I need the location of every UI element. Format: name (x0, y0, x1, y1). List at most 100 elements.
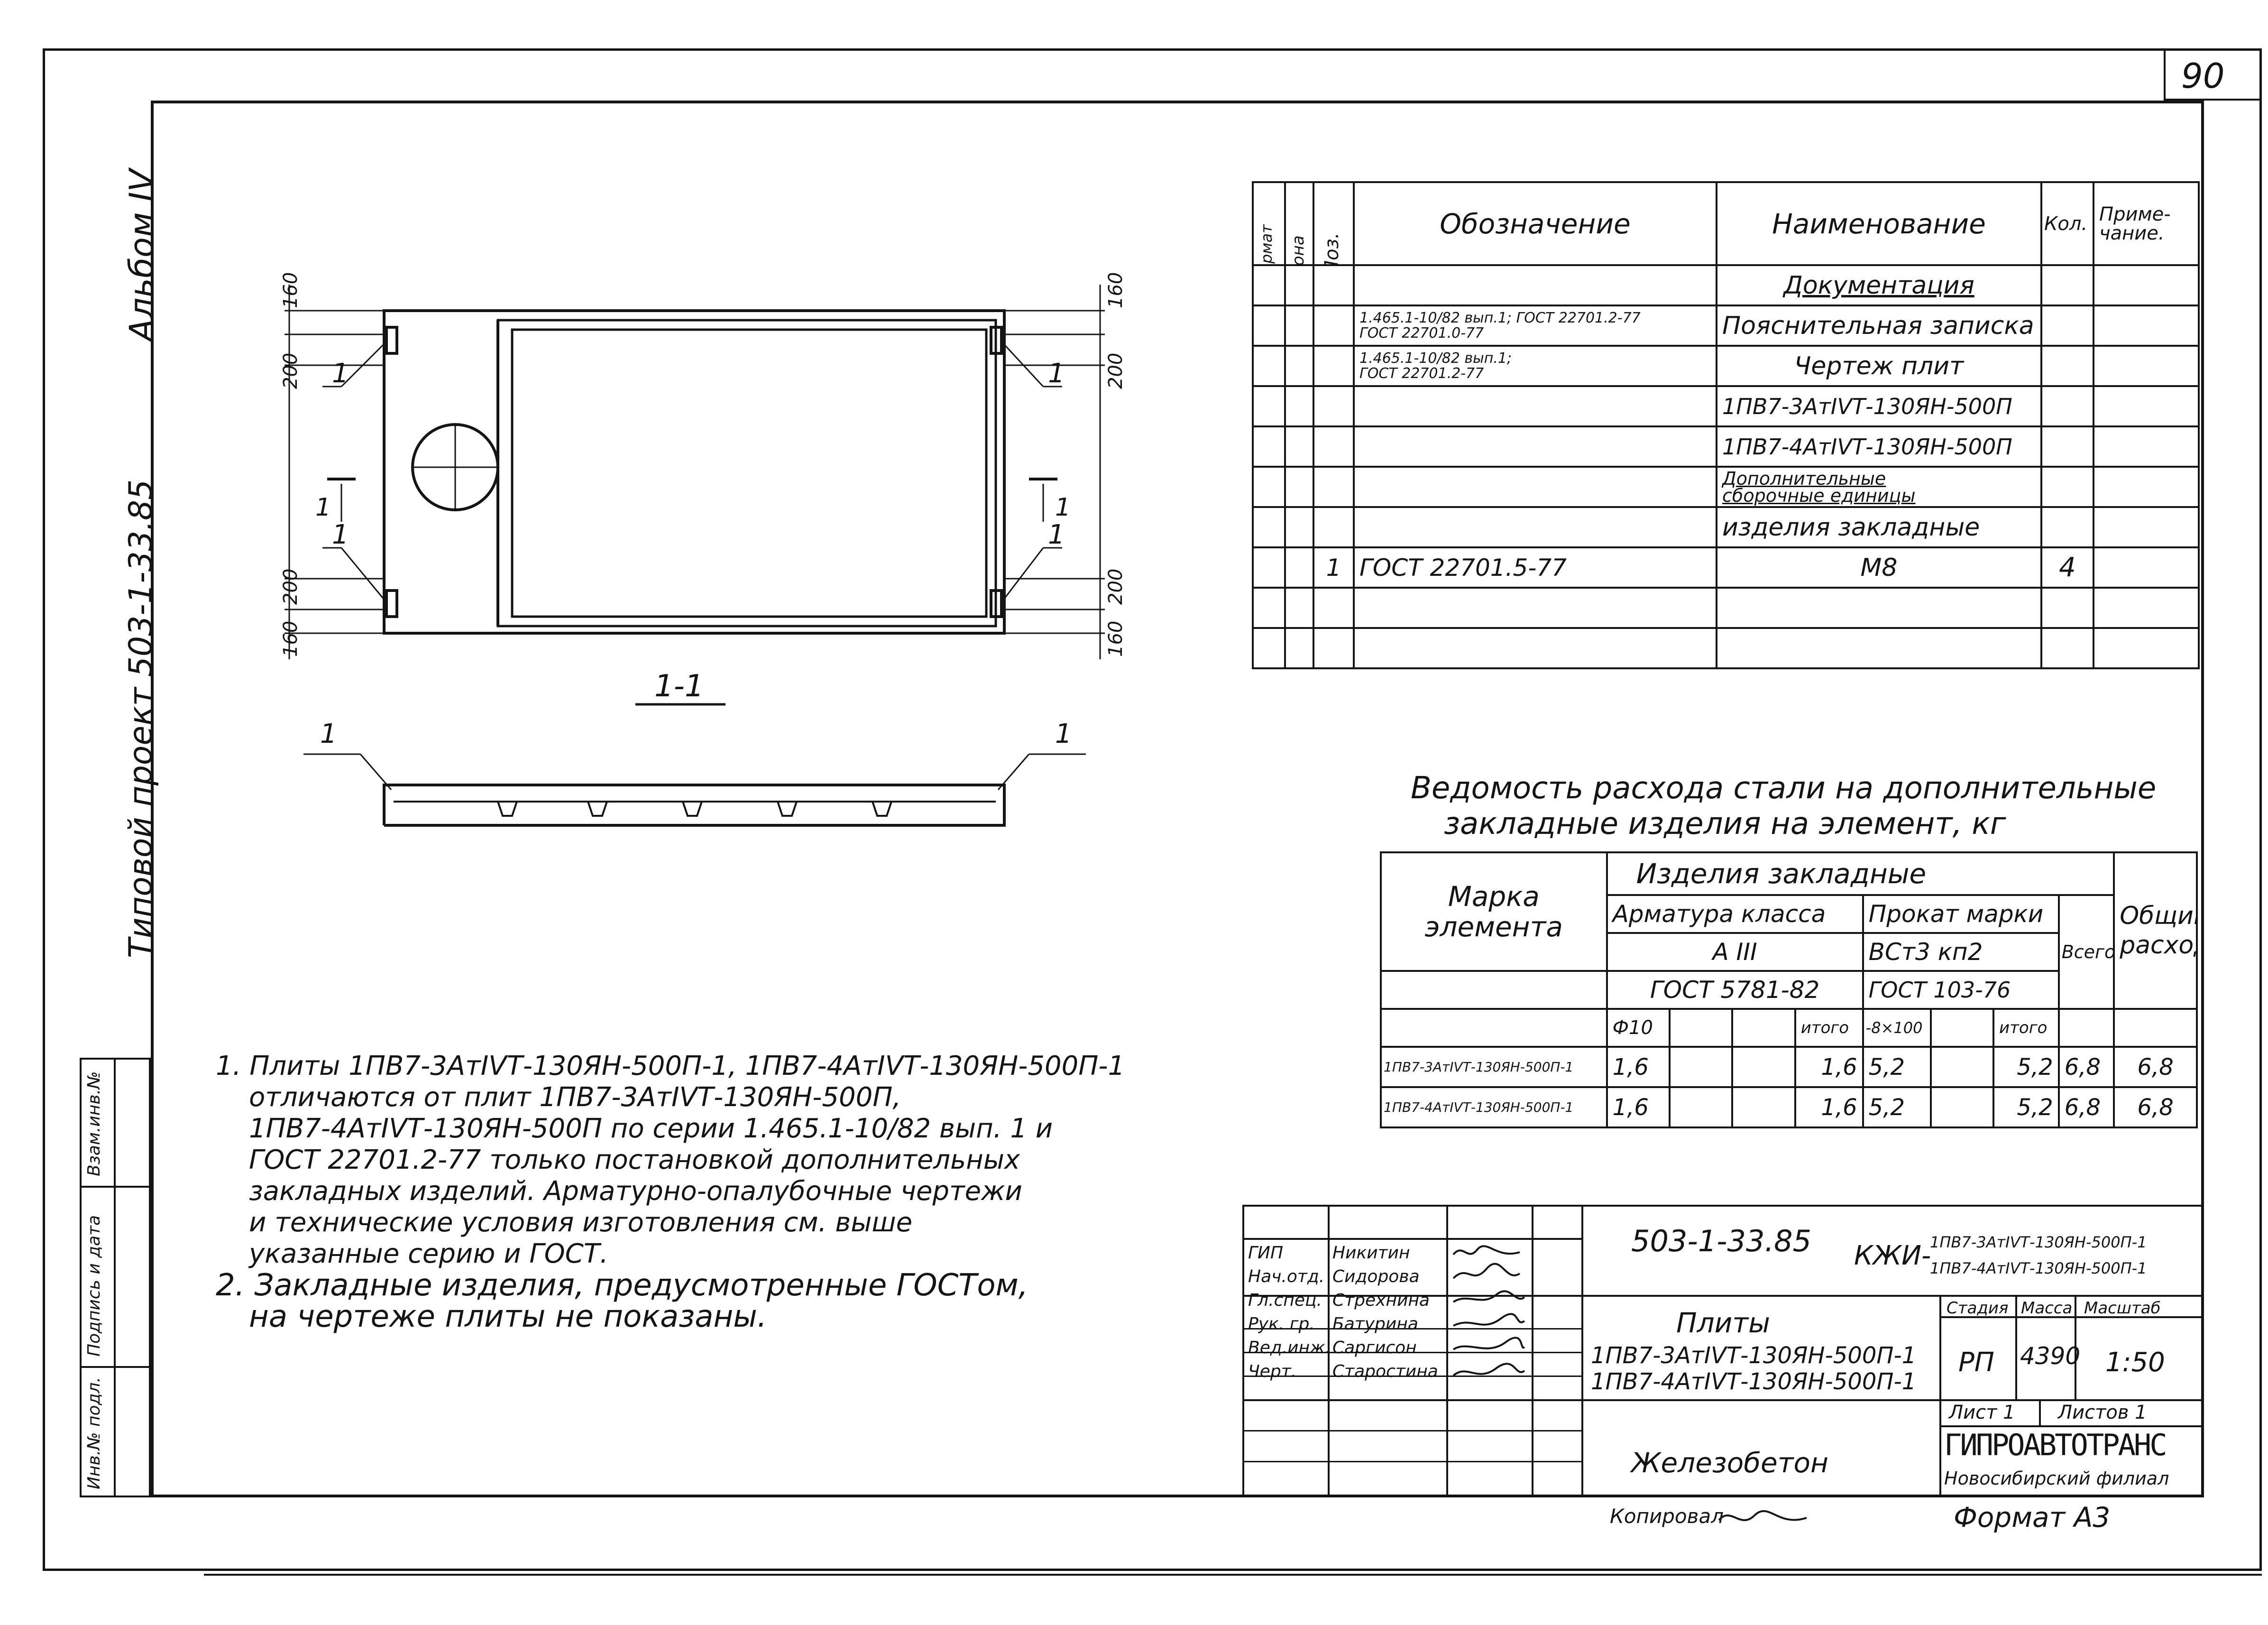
title-material: Железобетон (1631, 1447, 1828, 1479)
note-line: на чертеже плиты не показаны. (249, 1299, 767, 1334)
org-name: ГИПРОАВТОТРАНС (1944, 1428, 2167, 1462)
title-names: Никитин Сидорова Стрехнина Батурина Сарг… (1332, 1243, 1438, 1381)
callout-1-bl: 1 (332, 519, 349, 550)
mass-value: 4390 (2020, 1342, 2081, 1370)
page-number-box (2164, 48, 2262, 101)
spec-header-pos: Поз. (1313, 181, 1355, 266)
footer-copied: Копировал (1610, 1505, 1724, 1528)
steel-statement-table: Марка элемента Изделия закладные Общий р… (1380, 851, 2198, 1128)
section-mark-left: 1 (315, 493, 331, 522)
steel-header-vsego: Всего (2057, 894, 2115, 1010)
notes-block: 1. Плиты 1ПВ7-3АтIVТ-130ЯН-500П-1, 1ПВ7-… (216, 1051, 1125, 1332)
steel-header-rebar-class: Арматура класса (1606, 894, 1864, 934)
note-line: и технические условия изготовления см. в… (249, 1207, 913, 1238)
stamp-inv-podl: Инв.№ подл. (84, 1377, 104, 1489)
spec-header-row: Формат Зона Поз. Обозначение Наименовани… (1252, 181, 2200, 266)
outer-frame (43, 48, 2262, 1571)
note-line: ГОСТ 22701.2-77 только постановкой допол… (249, 1145, 1020, 1175)
spec-row: 1ПВ7-3АтIVТ-130ЯН-500П (1252, 385, 2200, 427)
steel-header-gost-rolled: ГОСТ 103-76 (1862, 970, 2060, 1010)
spec-header-format: Формат (1252, 181, 1286, 266)
steel-header-gost-rebar: ГОСТ 5781-82 (1606, 970, 1864, 1010)
left-stamp-rule1 (80, 1186, 151, 1188)
title-line3: 1ПВ7-4АтIVТ-130ЯН-500П-1 (1591, 1368, 1917, 1395)
dim-160-top-right: 160 (1105, 272, 1127, 308)
embedded-item-tr (990, 326, 1003, 355)
title-kzhi: КЖИ- (1854, 1240, 1931, 1271)
spec-row (1252, 587, 2200, 629)
footer-format: Формат А3 (1954, 1501, 2111, 1533)
sheets-label: Листов 1 (2058, 1402, 2147, 1423)
title-plates: Плиты (1676, 1307, 1770, 1339)
stamp-podpis: Подпись и дата (84, 1215, 104, 1357)
section-label: 1-1 (654, 669, 704, 704)
spec-row: изделия закладные (1252, 506, 2200, 548)
drawing-frame (151, 101, 2204, 1497)
spec-header-name: Наименование (1716, 181, 2042, 266)
title-mark1: 1ПВ7-3АтIVТ-130ЯН-500П-1 (1930, 1233, 2147, 1251)
stamp-vzam-inv: Взам.инв.№ (84, 1071, 104, 1176)
steel-header-mark: Марка элемента (1380, 851, 1608, 972)
spec-header-qty: Кол. (2040, 181, 2094, 266)
stage-label: Стадия (1947, 1299, 2009, 1318)
copier-signature (1718, 1510, 1807, 1521)
dim-200-bottom-right: 200 (1105, 568, 1127, 605)
section-callout-right: 1 (1055, 719, 1072, 749)
stage-value: РП (1958, 1347, 1994, 1378)
plate-drawing (285, 285, 1105, 827)
spec-row: Документация (1252, 264, 2200, 306)
embedded-item-br (990, 589, 1003, 618)
note-line: 2. Закладные изделия, предусмотренные ГО… (216, 1268, 1028, 1303)
steel-header-rebar-a: А III (1606, 932, 1864, 972)
dim-160-bottom-right: 160 (1105, 620, 1127, 657)
callout-1-tl: 1 (332, 358, 349, 389)
org-branch: Новосибирский филиал (1944, 1468, 2169, 1489)
spec-row: 1.465.1-10/82 вып.1; ГОСТ 22701.2-77 ГОС… (1252, 305, 2200, 347)
embedded-item-bl (385, 589, 398, 618)
left-stamp-rule2 (80, 1366, 151, 1368)
dim-160-top-left: 160 (280, 272, 302, 308)
bottom-rule (204, 1574, 2262, 1576)
dim-200-top-right: 200 (1105, 352, 1127, 389)
note-line: указанные серию и ГОСТ. (249, 1238, 608, 1269)
spec-header-zone: Зона (1284, 181, 1314, 266)
title-code: 503-1-33.85 (1631, 1224, 1812, 1258)
title-roles: ГИП Нач.отд. Гл.спец. Рук. гр. Вед.инж. … (1248, 1243, 1331, 1381)
section-profile (383, 784, 1006, 827)
mass-label: Масса (2021, 1299, 2073, 1318)
steel-row: 1ПВ7-4АтIVТ-130ЯН-500П-1 1,6 1,6 5,2 5,2… (1380, 1086, 2198, 1128)
page-number: 90 (2181, 56, 2225, 96)
spec-row: 1ПВ7-4АтIVТ-130ЯН-500П (1252, 425, 2200, 468)
embedded-item-tl (385, 326, 398, 355)
steel-header-total: Общий расход (2113, 851, 2198, 1010)
plate-inner-frame (496, 319, 997, 628)
plate-opening (511, 328, 988, 618)
steel-header-rolled-grade: Прокат марки (1862, 894, 2060, 934)
title-line2: 1ПВ7-3АтIVТ-130ЯН-500П-1 (1591, 1342, 1917, 1369)
note-line: отличаются от плит 1ПВ7-3АтIVТ-130ЯН-500… (249, 1082, 901, 1113)
title-block (1242, 1205, 2204, 1497)
scale-label: Масштаб (2084, 1299, 2161, 1318)
steel-title-line2: закладные изделия на элемент, кг (1444, 806, 2006, 841)
note-line: 1ПВ7-4АтIVТ-130ЯН-500П по серии 1.465.1-… (249, 1113, 1053, 1144)
dim-160-bottom-left: 160 (280, 620, 302, 657)
steel-header-embedded: Изделия закладные (1606, 851, 2115, 896)
spec-row (1252, 627, 2200, 669)
plate-outline (383, 309, 1006, 635)
spec-header-note: Приме- чание. (2093, 181, 2200, 266)
note-line: 1. Плиты 1ПВ7-3АтIVТ-130ЯН-500П-1, 1ПВ7-… (216, 1051, 1125, 1081)
dim-200-top-left: 200 (280, 352, 302, 389)
steel-header-strip: -8×100 (1862, 1008, 1932, 1048)
scale-value: 1:50 (2105, 1347, 2165, 1378)
section-mark-right: 1 (1055, 493, 1071, 522)
steel-title-line1: Ведомость расхода стали на дополнительны… (1411, 771, 2157, 806)
title-mark2: 1ПВ7-4АтIVТ-130ЯН-500П-1 (1930, 1259, 2147, 1277)
left-stamp-divider (114, 1058, 116, 1497)
steel-header-itogo1: итого (1794, 1008, 1864, 1048)
steel-row: 1ПВ7-3АтIVТ-130ЯН-500П-1 1,6 1,6 5,2 5,2… (1380, 1046, 2198, 1088)
steel-header-rolled-b: ВСт3 кп2 (1862, 932, 2060, 972)
signatures (1452, 1245, 1525, 1376)
note-line: закладных изделий. Арматурно-опалубочные… (249, 1176, 1022, 1207)
